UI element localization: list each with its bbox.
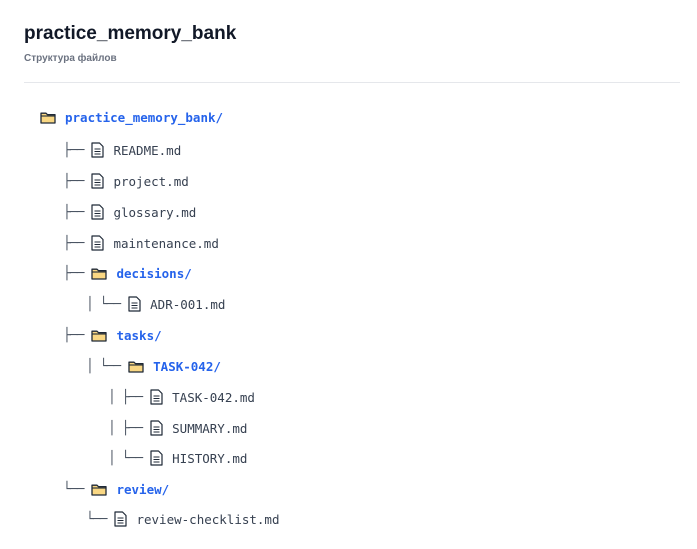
tree-row-folder[interactable]: ├── decisions/ [63,263,192,283]
tree-guide: └── [63,481,85,497]
tree-row-folder[interactable]: └── review/ [63,479,169,499]
page-subtitle: Структура файлов [24,53,117,64]
tree-file-name: TASK-042.md [172,389,255,405]
folder-icon [91,329,108,342]
tree-guide: │ └── [108,450,143,466]
tree-row-file[interactable]: │ ├── TASK-042.md [108,387,255,407]
tree-folder-name: decisions/ [116,265,192,281]
tree-row-file[interactable]: │ ├── SUMMARY.md [108,418,247,438]
file-icon [91,204,105,220]
tree-file-name: glossary.md [113,204,197,220]
tree-row-file[interactable]: ├── maintenance.md [63,233,219,253]
tree-folder-name: TASK-042/ [153,358,221,374]
tree-guide: ├── [63,265,85,281]
tree-file-name: maintenance.md [113,235,219,251]
tree-file-name: project.md [113,173,189,189]
tree-guide: ├── [63,327,85,343]
file-icon [150,450,163,466]
header-divider [24,82,680,83]
file-icon [91,142,105,158]
tree-row-folder[interactable]: ├── tasks/ [63,325,162,345]
tree-guide: │ └── [86,296,121,312]
folder-icon [91,483,108,496]
tree-folder-name: review/ [116,481,170,497]
tree-guide: │ ├── [108,389,143,405]
tree-row-file[interactable]: ├── glossary.md [63,202,196,222]
tree-row-file[interactable]: │ └── HISTORY.md [108,448,247,468]
tree-file-name: ADR-001.md [150,296,226,312]
folder-icon [91,267,108,280]
tree-guide: ├── [63,235,85,251]
folder-icon [40,111,56,124]
tree-guide: └── [86,511,108,527]
folder-icon [128,360,144,373]
tree-guide: ├── [63,142,85,158]
tree-row-file[interactable]: ├── README.md [63,140,181,160]
file-icon [150,389,163,405]
file-icon [91,235,105,251]
file-icon [91,173,105,189]
file-icon [128,296,141,312]
tree-file-name: SUMMARY.md [172,420,248,436]
tree-row-file[interactable]: └── review-checklist.md [86,509,279,529]
tree-row-file[interactable]: │ └── ADR-001.md [86,294,225,314]
tree-row-folder[interactable]: │ └── TASK-042/ [86,356,221,376]
tree-guide: ├── [63,173,85,189]
tree-file-name: HISTORY.md [172,450,248,466]
page-title: practice_memory_bank [24,23,237,44]
tree-file-name: review-checklist.md [136,511,280,527]
tree-file-name: README.md [113,142,182,158]
page-header: practice_memory_bank Структура файлов [24,22,680,65]
tree-row-folder[interactable]: practice_memory_bank/ [40,107,223,127]
tree-folder-name: tasks/ [116,327,162,343]
file-icon [114,511,128,527]
tree-row-file[interactable]: ├── project.md [63,171,189,191]
tree-guide: │ └── [86,358,121,374]
tree-guide: ├── [63,204,85,220]
tree-guide: │ ├── [108,420,143,436]
file-icon [150,420,163,436]
tree-folder-name: practice_memory_bank/ [65,109,224,125]
